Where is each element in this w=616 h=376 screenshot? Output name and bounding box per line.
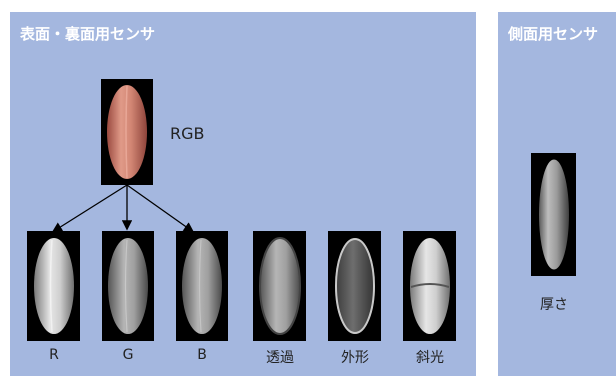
- r-label: R: [49, 347, 59, 363]
- r-channel-image: [27, 231, 80, 341]
- g-channel-image: [102, 231, 154, 341]
- transmission-label: 透過: [266, 347, 294, 367]
- outline-label: 外形: [341, 347, 369, 367]
- outline-image: [328, 231, 381, 341]
- b-channel-image: [176, 231, 228, 341]
- front-back-sensor-panel: 表面・裏面用センサ RGB: [10, 12, 476, 376]
- thickness-image: [531, 153, 576, 276]
- transmission-image: [253, 231, 306, 341]
- side-sensor-panel: 側面用センサ 厚さ: [498, 12, 616, 376]
- b-label: B: [197, 347, 207, 363]
- g-label: G: [123, 347, 134, 363]
- oblique-label: 斜光: [416, 347, 444, 367]
- oblique-image: [403, 231, 456, 341]
- thickness-label: 厚さ: [540, 294, 568, 314]
- side-sensor-title: 側面用センサ: [508, 23, 598, 44]
- arrow-to-b: [127, 185, 192, 231]
- arrow-to-r: [54, 185, 127, 231]
